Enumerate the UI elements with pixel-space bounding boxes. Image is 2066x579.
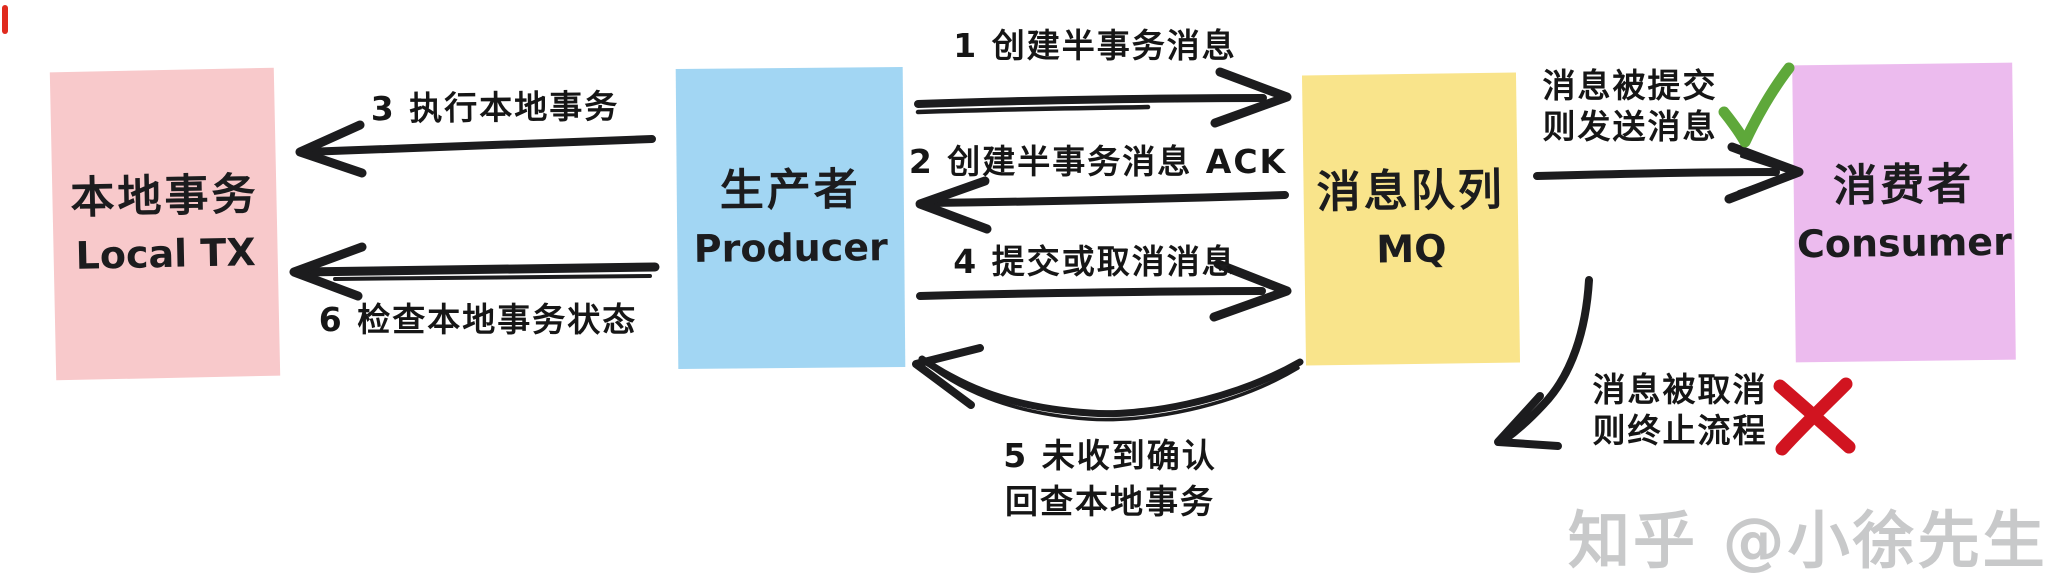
- arrow-check-back-local-tx: [912, 344, 1304, 422]
- arrow-terminate-flow: [1494, 276, 1593, 450]
- arrow-execute-local-tx: [295, 120, 656, 178]
- edge-label-create-half-tx-message: 1 创建半事务消息: [953, 26, 1237, 65]
- edge-label-message-committed: 消息被提交 则发送消息: [1532, 65, 1728, 148]
- edge-label-check-local-tx-status: 6 检查本地事务状态: [318, 300, 638, 339]
- arrow-check-local-tx-status: [289, 242, 660, 301]
- corner-red-artifact: [2, 5, 8, 34]
- edge-label-create-half-tx-ack: 2 创建半事务消息 ACK: [908, 142, 1288, 181]
- edge-label-message-cancelled: 消息被取消 则终止流程: [1588, 369, 1772, 452]
- zhihu-watermark: 知乎 @小徐先生: [1568, 504, 2048, 577]
- edge-label-check-back-line2: 回查本地事务: [1005, 482, 1215, 522]
- arrow-commit-or-cancel-message: [916, 259, 1292, 322]
- edge-label-committed-line1: 消息被提交: [1542, 66, 1718, 105]
- arrow-deliver-message: [1533, 142, 1804, 204]
- edge-label-check-back-line1: 5 未收到确认: [1003, 436, 1217, 475]
- edge-label-cancelled-line2: 则终止流程: [1592, 411, 1768, 451]
- ink-strokes: [289, 67, 1804, 450]
- edge-label-commit-or-cancel-message: 4 提交或取消消息: [953, 242, 1237, 281]
- edge-label-execute-local-tx: 3 执行本地事务: [370, 86, 620, 129]
- arrow-create-half-tx-ack: [915, 176, 1289, 234]
- cross-icon: [1773, 377, 1856, 456]
- edge-label-check-back-local-tx: 5 未收到确认 回查本地事务: [940, 433, 1280, 525]
- edge-label-committed-line2: 则发送消息: [1542, 107, 1718, 147]
- arrow-create-half-tx-message: [914, 67, 1292, 128]
- check-icon: [1718, 62, 1795, 148]
- edge-label-cancelled-line1: 消息被取消: [1592, 370, 1768, 409]
